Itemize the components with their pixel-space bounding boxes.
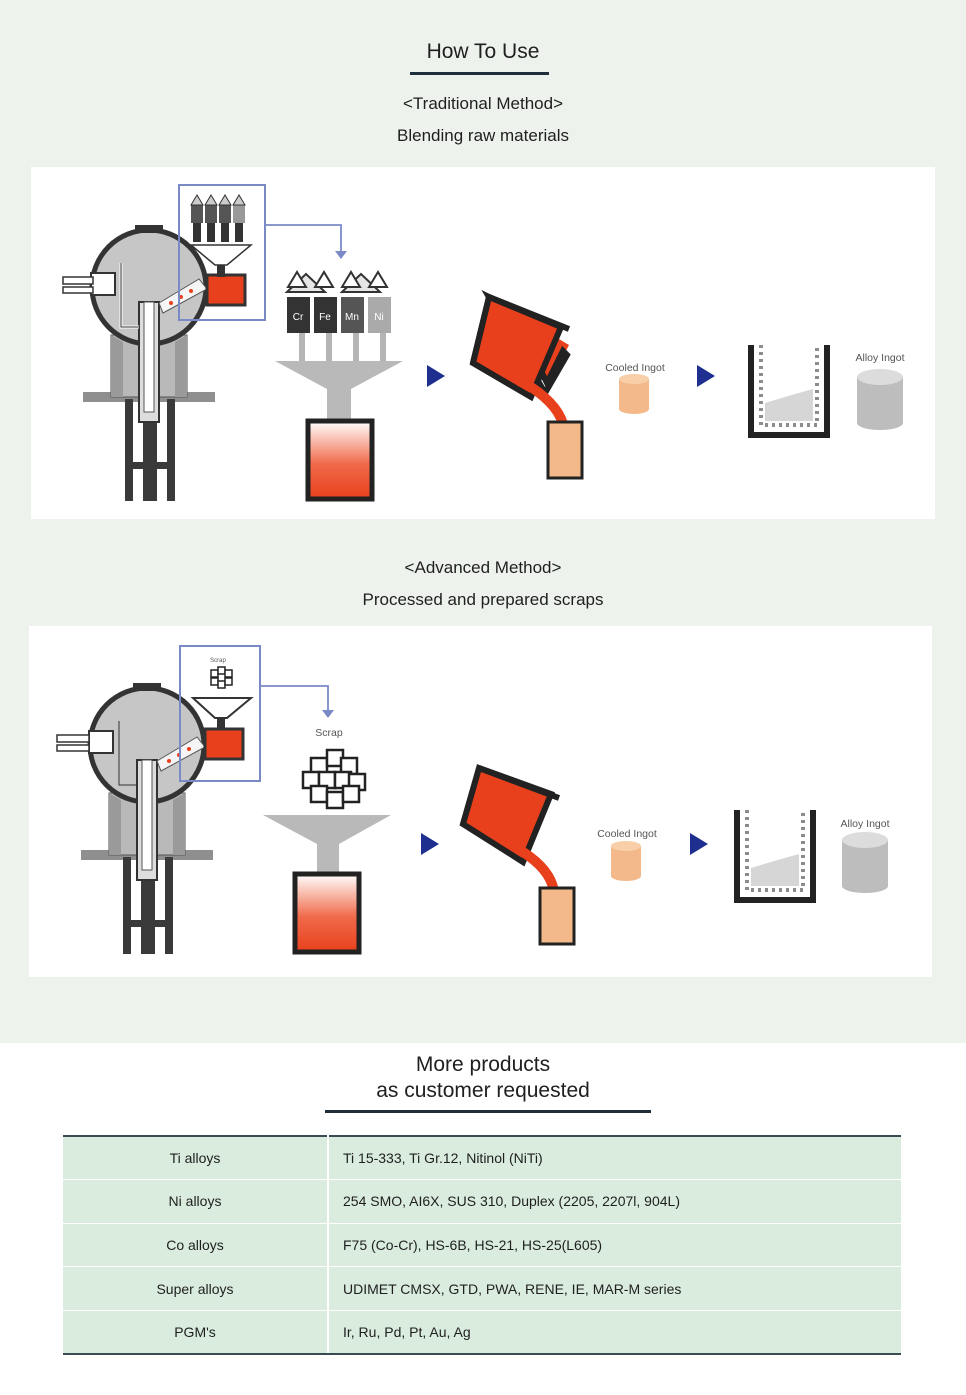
items-cell: UDIMET CMSX, GTD, PWA, RENE, IE, MAR-M s… (328, 1266, 901, 1311)
cooled-ingot-icon (611, 841, 641, 881)
cooled-ingot-icon (619, 374, 649, 414)
table-row: Ni alloys 254 SMO, AI6X, SUS 310, Duplex… (63, 1179, 901, 1224)
more-products-line1: More products (415, 1053, 551, 1076)
next-step-arrow-icon (427, 365, 445, 387)
page-title: How To Use (426, 40, 540, 63)
more-products-underline (325, 1110, 651, 1113)
category-cell: Co alloys (63, 1223, 329, 1268)
category-cell: Super alloys (63, 1266, 329, 1311)
items-cell: F75 (Co-Cr), HS-6B, HS-21, HS-25(L605) (328, 1223, 901, 1268)
cooled-ingot-label: Cooled Ingot (597, 828, 657, 840)
products-table: Ti alloys Ti 15-333, Ti Gr.12, Nitinol (… (63, 1135, 901, 1355)
raw-materials-icon (275, 272, 403, 419)
alloy-ingot-icon (842, 832, 888, 893)
table-row: Co alloys F75 (Co-Cr), HS-6B, HS-21, HS-… (63, 1223, 901, 1268)
scrap-small-label: Scrap (210, 658, 226, 664)
category-cell: PGM's (63, 1310, 329, 1355)
vacuum-furnace-icon (56, 666, 254, 954)
highlight-box (179, 645, 261, 782)
items-cell: 254 SMO, AI6X, SUS 310, Duplex (2205, 22… (328, 1179, 901, 1224)
scrap-cubes-icon (301, 748, 367, 810)
cooled-ingot-label: Cooled Ingot (605, 362, 665, 374)
alloy-ingot-icon (857, 369, 903, 430)
funnel-icon (263, 815, 391, 872)
next-step-arrow-icon (690, 833, 708, 855)
items-cell: Ti 15-333, Ti Gr.12, Nitinol (NiTi) (328, 1135, 901, 1181)
highlight-box (178, 184, 266, 321)
element-label-mn: Mn (345, 312, 359, 323)
element-label-fe: Fe (319, 312, 331, 323)
more-products-title: More products as customer requested (0, 1052, 966, 1104)
more-products-line2: as customer requested (376, 1079, 590, 1102)
advanced-method-diagram: Scrap Scrap Cooled Ingot Alloy Ingot (29, 626, 932, 977)
table-row: PGM's Ir, Ru, Pd, Pt, Au, Ag (63, 1310, 901, 1355)
traditional-method-diagram: Cr Fe Mn Ni Cooled Ingot Alloy Ingot (31, 167, 935, 519)
items-cell: Ir, Ru, Pd, Pt, Au, Ag (328, 1310, 901, 1355)
category-cell: Ti alloys (63, 1135, 329, 1181)
crucible-icon (305, 418, 375, 502)
next-step-arrow-icon (421, 833, 439, 855)
title-underline (410, 72, 549, 75)
scrap-label: Scrap (315, 727, 343, 739)
mold-icon (734, 810, 816, 903)
connector-arrow (260, 685, 329, 714)
table-row: Super alloys UDIMET CMSX, GTD, PWA, RENE… (63, 1266, 901, 1311)
pouring-ladle-icon (459, 764, 576, 946)
next-step-arrow-icon (697, 365, 715, 387)
advanced-method-subheading: Processed and prepared scraps (362, 590, 604, 609)
alloy-ingot-label: Alloy Ingot (855, 352, 904, 364)
traditional-method-heading: <Traditional Method> (402, 94, 564, 113)
advanced-method-heading: <Advanced Method> (404, 558, 562, 577)
table-row: Ti alloys Ti 15-333, Ti Gr.12, Nitinol (… (63, 1135, 901, 1181)
traditional-method-subheading: Blending raw materials (397, 126, 569, 145)
pouring-ladle-icon (469, 289, 584, 480)
element-label-ni: Ni (374, 312, 383, 323)
crucible-icon (292, 871, 362, 955)
element-label-cr: Cr (293, 312, 304, 323)
connector-arrow (265, 224, 342, 255)
vacuum-furnace-icon (62, 194, 254, 501)
category-cell: Ni alloys (63, 1179, 329, 1224)
mold-icon (748, 345, 830, 438)
alloy-ingot-label: Alloy Ingot (840, 818, 889, 830)
